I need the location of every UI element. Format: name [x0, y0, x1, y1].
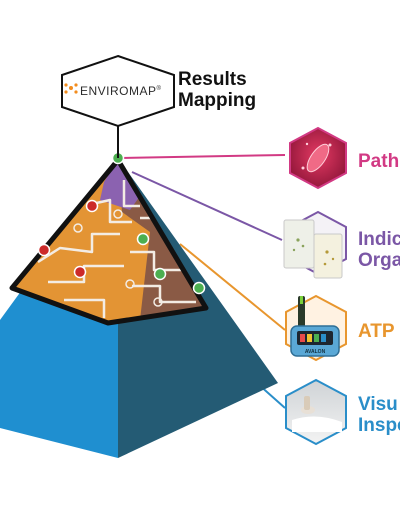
status-dot-green	[136, 232, 150, 246]
category-label-line-1: Indic	[358, 229, 400, 250]
category-label-visual: Visu Inspe	[358, 394, 400, 436]
enviromap-logo-icon	[64, 83, 78, 94]
pathogen-icon	[289, 126, 347, 190]
enviromap-logo	[61, 54, 175, 158]
petri-plates-icon	[283, 210, 347, 279]
connector-atp	[179, 243, 286, 331]
category-label-line-1: Path	[358, 151, 400, 172]
status-dot-green	[192, 281, 206, 295]
connector-indic	[131, 171, 283, 241]
title-line-1: Results	[178, 69, 247, 90]
surface-cleaning-icon	[285, 378, 347, 446]
connector-path	[117, 154, 286, 159]
category-label-line-1: ATP	[358, 321, 395, 342]
atp-meter-icon: AVALON	[285, 294, 347, 362]
category-label-line-2: Orga	[358, 249, 400, 271]
atp-device-screen-text: AVALON	[305, 349, 326, 355]
status-dot-red	[37, 243, 51, 257]
enviromap-brand-text: ENVIROMAP®	[80, 84, 161, 98]
category-label-line-2: Inspe	[358, 414, 400, 436]
category-label-pathogen: Path	[358, 151, 400, 173]
title-line-2: Mapping	[178, 89, 257, 111]
category-label-indicator: Indic Orga	[358, 229, 400, 271]
status-dot-red	[85, 199, 99, 213]
trademark-mark: ®	[156, 86, 162, 92]
category-label-atp: ATP	[358, 321, 395, 343]
status-dot-green	[153, 267, 167, 281]
category-label-line-1: Visu	[358, 394, 398, 415]
results-mapping-title: Results Mapping	[178, 69, 257, 111]
enviromap-brand-name: ENVIROMAP	[80, 84, 157, 98]
status-dot-red	[73, 265, 87, 279]
